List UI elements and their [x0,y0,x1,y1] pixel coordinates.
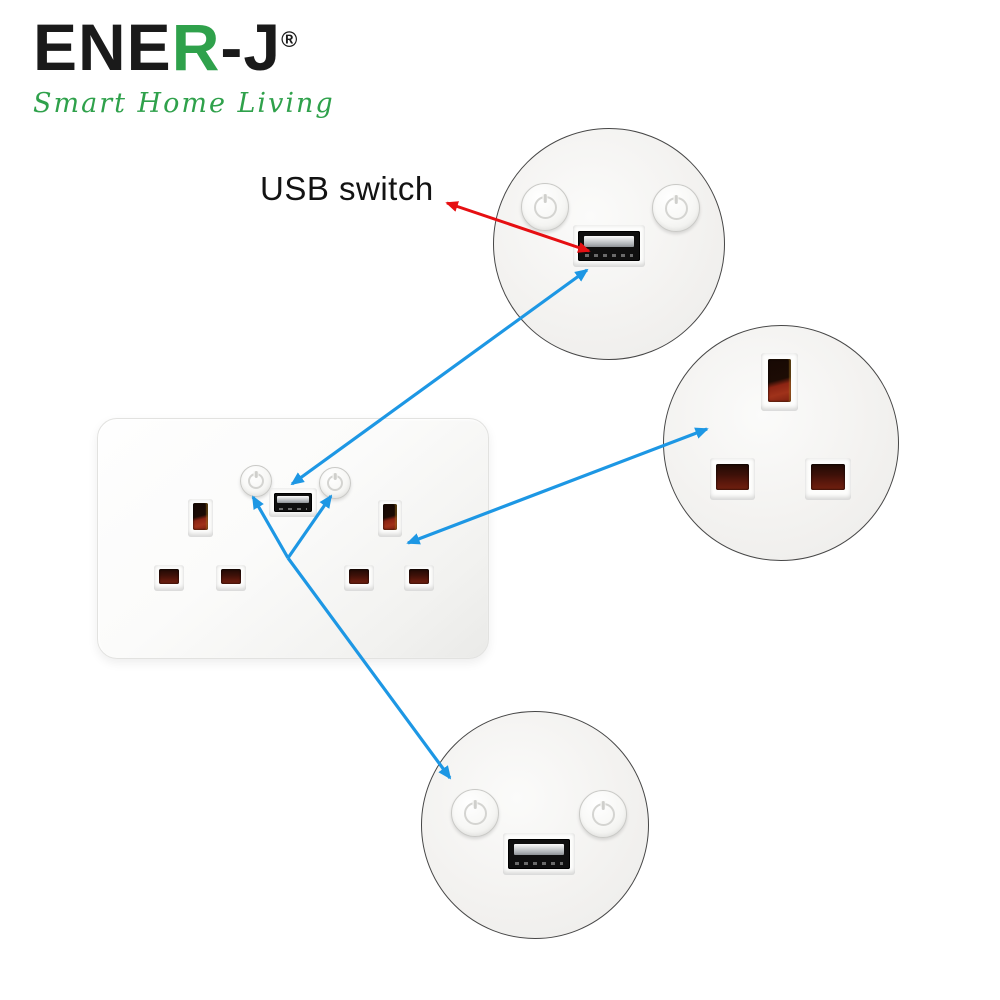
power-icon [533,195,557,219]
left-socket-earth-recess [188,499,213,537]
brand-logo: ENER-J® Smart Home Living [33,14,335,119]
logo-part-ene: ENE [33,10,172,84]
power-icon [591,802,615,826]
logo-part-r: R [171,10,221,84]
right-socket-neutral-recess [404,565,434,591]
power-icon [463,801,487,825]
callout-buttons-circle [421,711,649,939]
usb-port [274,493,312,512]
left-socket-live-slot [159,569,179,584]
callout-top-right-power-button [652,184,700,232]
right-socket-live-recess [344,565,374,591]
right-socket-live-slot [349,569,369,584]
callout-neutral-recess [805,458,851,500]
plate-right-power-button [319,467,351,499]
plate-usb-recess [269,488,317,517]
callout-socket-circle [663,325,899,561]
usb-switch-label: USB switch [260,170,434,207]
power-icon [664,196,688,220]
left-socket-live-recess [154,565,184,591]
logo-wordmark: ENER-J® [33,14,335,80]
callout-bottom-right-power-button [579,790,627,838]
callout-bottom-left-power-button [451,789,499,837]
left-socket-neutral-slot [221,569,241,584]
left-socket-neutral-recess [216,565,246,591]
right-socket-earth-recess [378,500,402,537]
right-socket-earth-slot [383,504,397,530]
callout-bottom-usb-recess [503,833,575,875]
usb-port [578,231,640,261]
callout-neutral-slot [811,464,845,490]
usb-port [508,839,570,869]
callout-usb-switch-circle [493,128,725,360]
logo-part-j: -J [220,10,282,84]
double-socket-plate [97,418,489,659]
brand-tagline: Smart Home Living [33,88,335,119]
callout-top-usb-recess [573,225,645,267]
callout-earth-recess [761,353,798,411]
plate-left-power-button [240,465,272,497]
callout-earth-slot [768,359,791,402]
power-icon [327,475,343,491]
callout-live-slot [716,464,749,490]
callout-top-left-power-button [521,183,569,231]
right-socket-neutral-slot [409,569,429,584]
registered-trademark-icon: ® [281,27,299,52]
callout-live-recess [710,458,755,500]
left-socket-earth-slot [193,503,208,530]
power-icon [248,473,264,489]
